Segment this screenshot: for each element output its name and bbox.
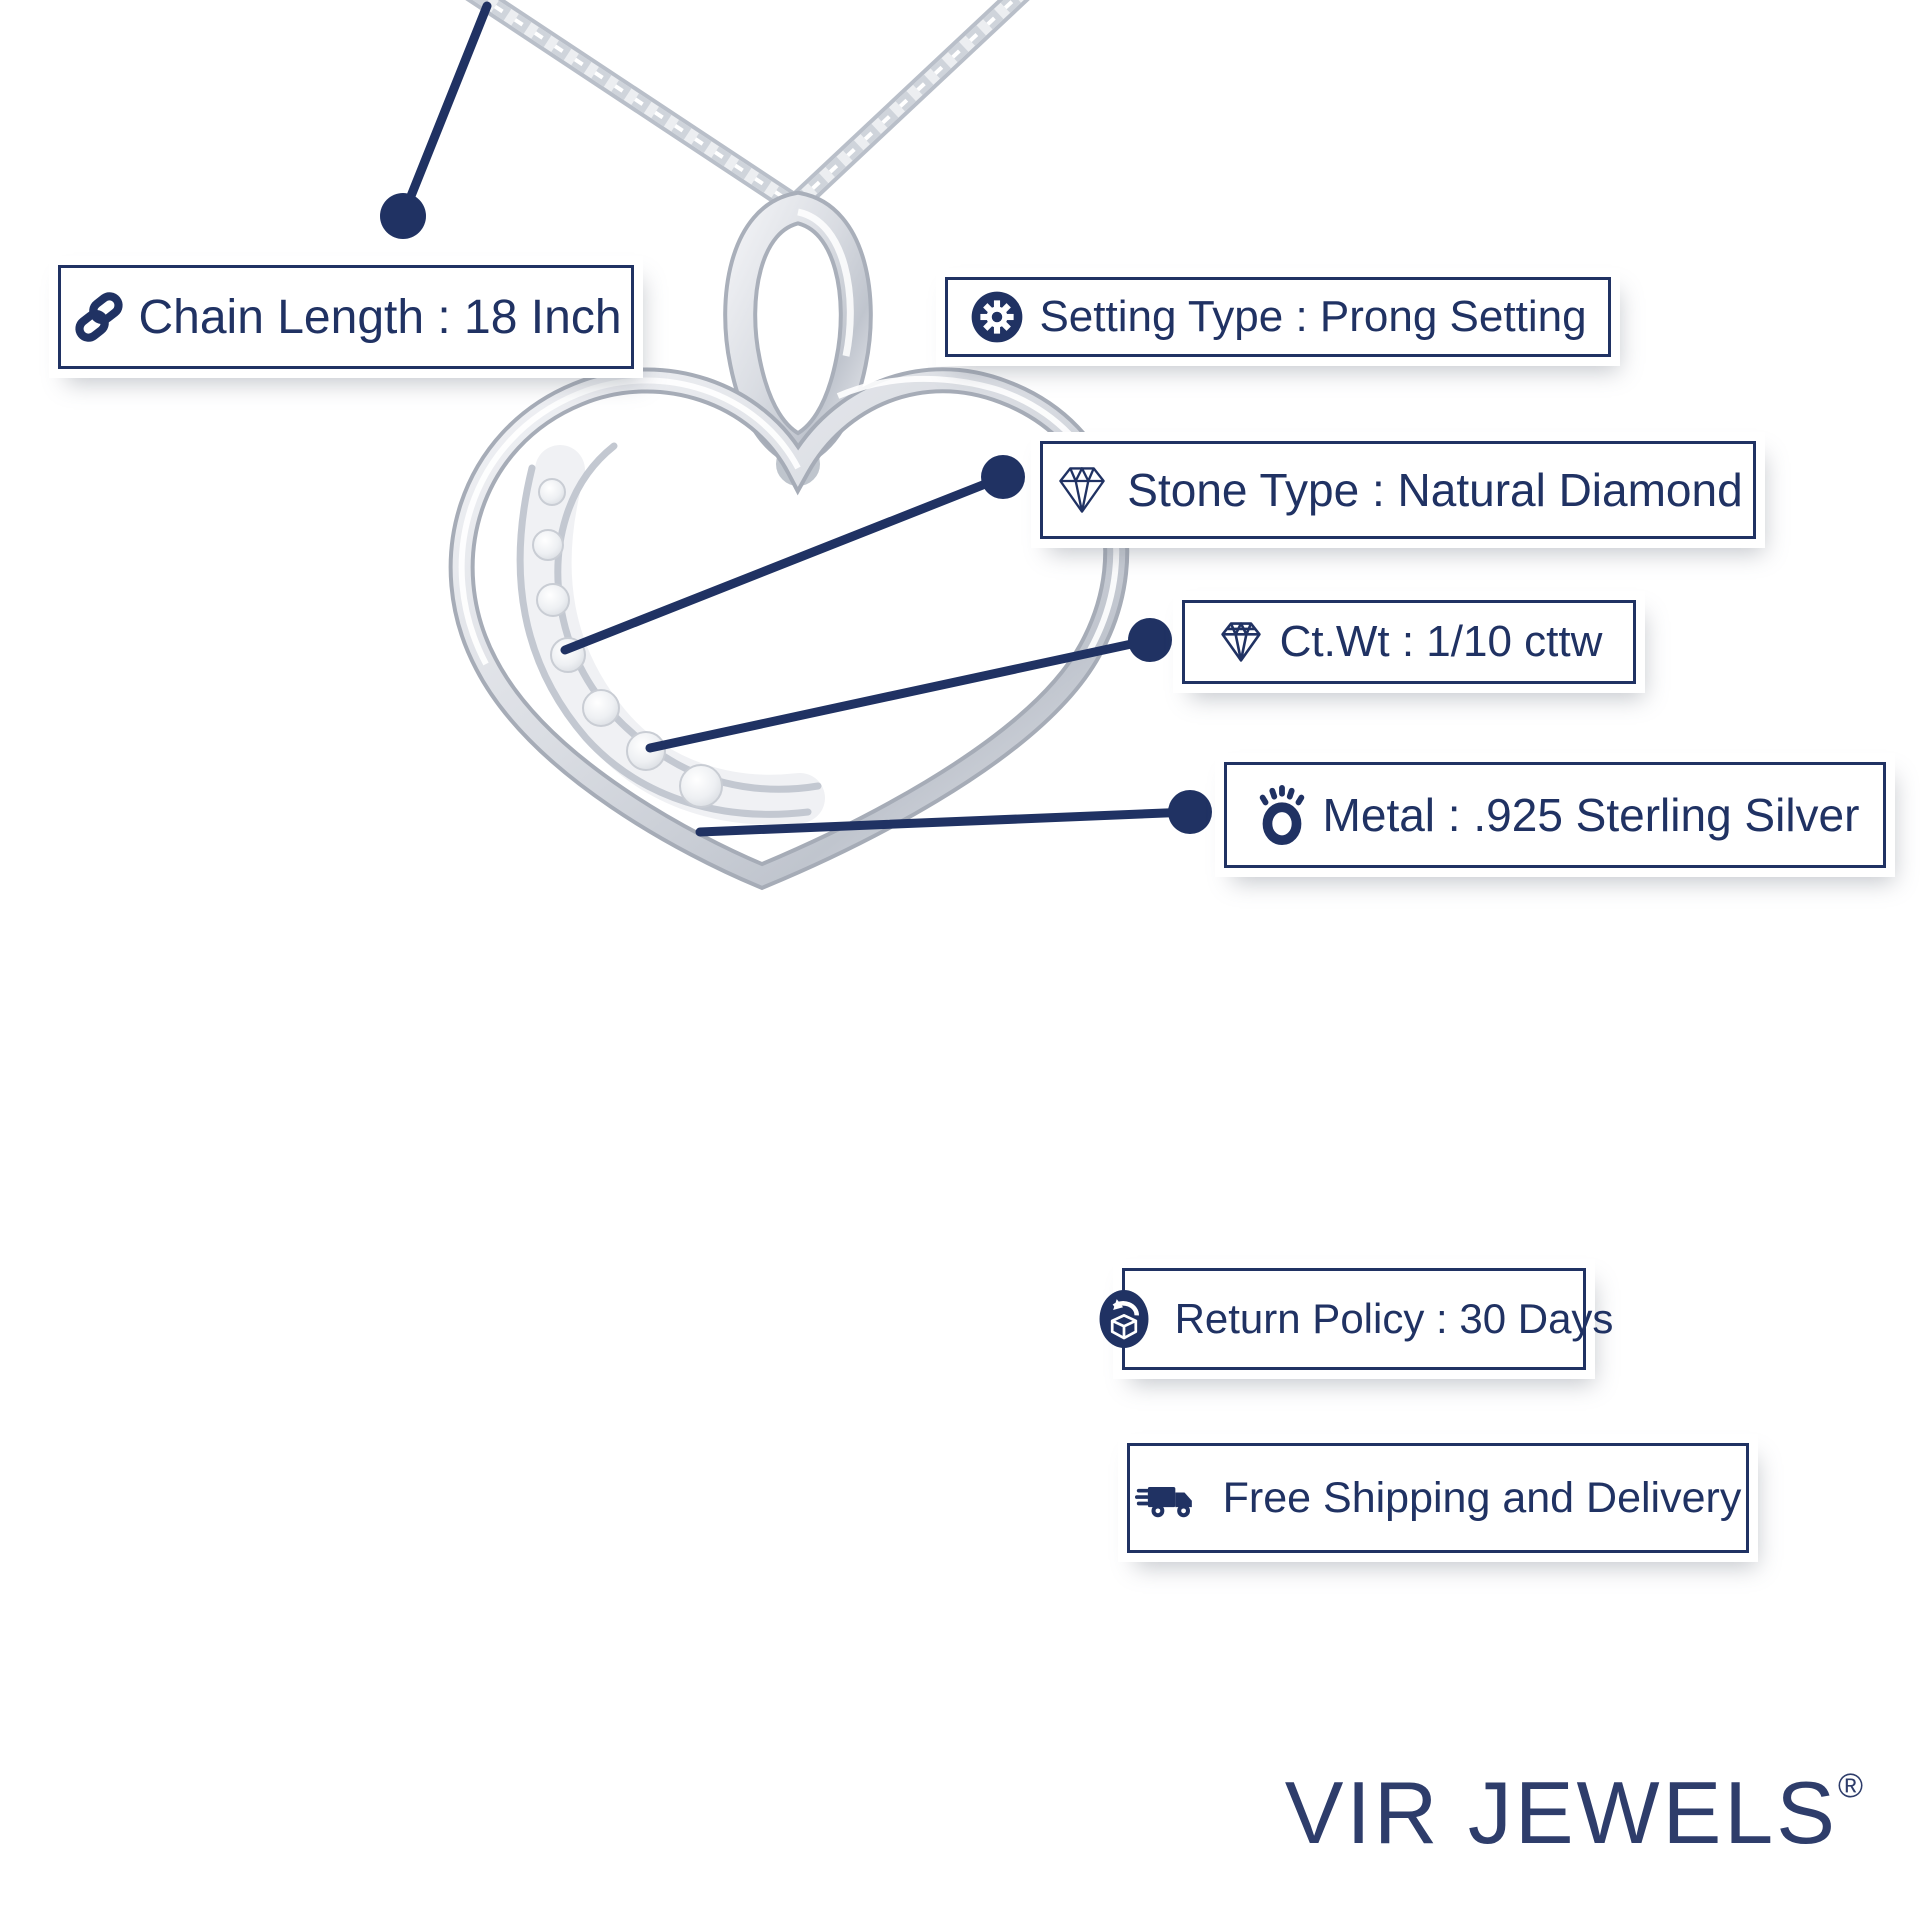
gear-icon bbox=[972, 291, 1023, 343]
callout-free-shipping: Free Shipping and Delivery bbox=[1127, 1443, 1749, 1553]
callout-dots bbox=[380, 193, 1212, 834]
callout-leaders bbox=[398, 1, 1195, 837]
callout-dot-metal bbox=[1168, 790, 1212, 834]
brand-logo: VIR JEWELS® bbox=[1285, 1762, 1863, 1864]
ring-icon bbox=[1259, 784, 1304, 846]
diamond-icon bbox=[1220, 622, 1261, 662]
registered-mark-icon: ® bbox=[1837, 1767, 1863, 1805]
callout-dot-stone-type bbox=[981, 455, 1025, 499]
callout-stone-type-label: Stone Type : Natural Diamond bbox=[1127, 464, 1743, 516]
callout-dot-chain-length bbox=[380, 193, 426, 239]
channel-diamonds bbox=[532, 478, 723, 808]
callout-line-ct-wt bbox=[645, 635, 1155, 753]
callout-setting-type-label: Setting Type : Prong Setting bbox=[1039, 292, 1587, 341]
diamond-6 bbox=[626, 731, 666, 771]
callout-metal-label: Metal : .925 Sterling Silver bbox=[1322, 789, 1860, 841]
necklace-chain bbox=[465, 0, 1030, 219]
diamond-7 bbox=[679, 764, 723, 808]
callout-ct-wt: Ct.Wt : 1/10 cttw bbox=[1182, 600, 1636, 684]
callout-setting-type: Setting Type : Prong Setting bbox=[945, 277, 1611, 357]
diamond-1 bbox=[538, 478, 566, 506]
callout-line-stone-type bbox=[560, 472, 1008, 655]
pendant-bail bbox=[723, 190, 873, 486]
diamond-3 bbox=[536, 583, 570, 617]
callout-return-policy-label: Return Policy : 30 Days bbox=[1174, 1295, 1614, 1342]
callout-chain-length: Chain Length : 18 Inch bbox=[58, 265, 634, 369]
callout-stone-type: Stone Type : Natural Diamond bbox=[1040, 441, 1756, 539]
truck-icon bbox=[1134, 1487, 1192, 1518]
callout-chain-length-label: Chain Length : 18 Inch bbox=[138, 290, 622, 344]
callout-metal: Metal : .925 Sterling Silver bbox=[1224, 762, 1886, 868]
return-box-icon bbox=[1099, 1290, 1149, 1348]
diamond-outline-icon bbox=[1059, 467, 1106, 513]
callout-dot-ct-wt bbox=[1128, 618, 1172, 662]
callout-ct-wt-label: Ct.Wt : 1/10 cttw bbox=[1279, 617, 1603, 666]
brand-name: VIR JEWELS bbox=[1284, 1763, 1838, 1862]
callout-free-shipping-label: Free Shipping and Delivery bbox=[1222, 1473, 1742, 1522]
heart-pendant bbox=[448, 367, 1130, 891]
callout-line-metal bbox=[695, 807, 1195, 837]
callout-return-policy: Return Policy : 30 Days bbox=[1099, 1268, 1613, 1370]
diamond-2 bbox=[532, 529, 564, 561]
diamond-5 bbox=[582, 689, 620, 727]
diamond-channel bbox=[516, 442, 825, 825]
chain-link-icon bbox=[75, 292, 124, 342]
callout-line-chain-length bbox=[398, 1, 492, 221]
